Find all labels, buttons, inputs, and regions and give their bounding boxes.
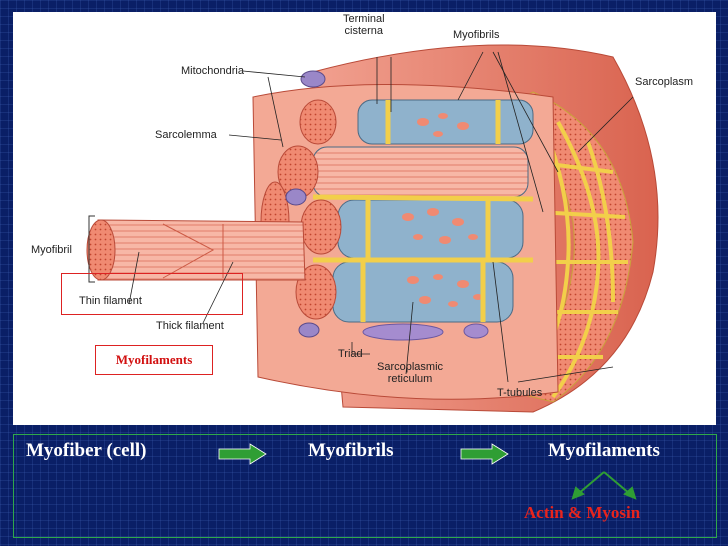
right-arrow-icon xyxy=(218,443,267,465)
muscle-fiber-diagram: Terminal cisterna Myofibrils Mitochondri… xyxy=(13,12,716,425)
label-terminal-cisterna: Terminal cisterna xyxy=(343,13,385,37)
label-myofibrils: Myofibrils xyxy=(453,29,500,41)
label-thick-filament: Thick filament xyxy=(156,320,224,332)
filament-highlight-box xyxy=(61,273,243,315)
hierarchy-myofibrils: Myofibrils xyxy=(308,440,394,461)
label-thin-filament: Thin filament xyxy=(79,295,142,307)
hierarchy-myofiber: Myofiber (cell) xyxy=(26,440,147,461)
label-sarcolemma: Sarcolemma xyxy=(155,129,217,141)
hierarchy-myofilaments: Myofilaments xyxy=(548,440,660,461)
actin-myosin-label: Actin & Myosin xyxy=(524,503,641,522)
myofilaments-callout: Myofilaments xyxy=(95,345,213,375)
right-arrow-icon xyxy=(460,443,509,465)
muscle-fiber-illustration xyxy=(86,44,659,413)
label-sarcoplasm: Sarcoplasm xyxy=(635,76,694,88)
label-mitochondria: Mitochondria xyxy=(181,65,244,77)
label-myofibril: Myofibril xyxy=(31,244,72,256)
label-triad: Triad xyxy=(338,348,363,360)
label-t-tubules: T-tubules xyxy=(497,387,543,399)
split-arrows-icon xyxy=(571,471,637,500)
hierarchy-panel xyxy=(13,434,717,538)
label-sarcoplasmic-reticulum: Sarcoplasmic reticulum xyxy=(377,361,444,385)
